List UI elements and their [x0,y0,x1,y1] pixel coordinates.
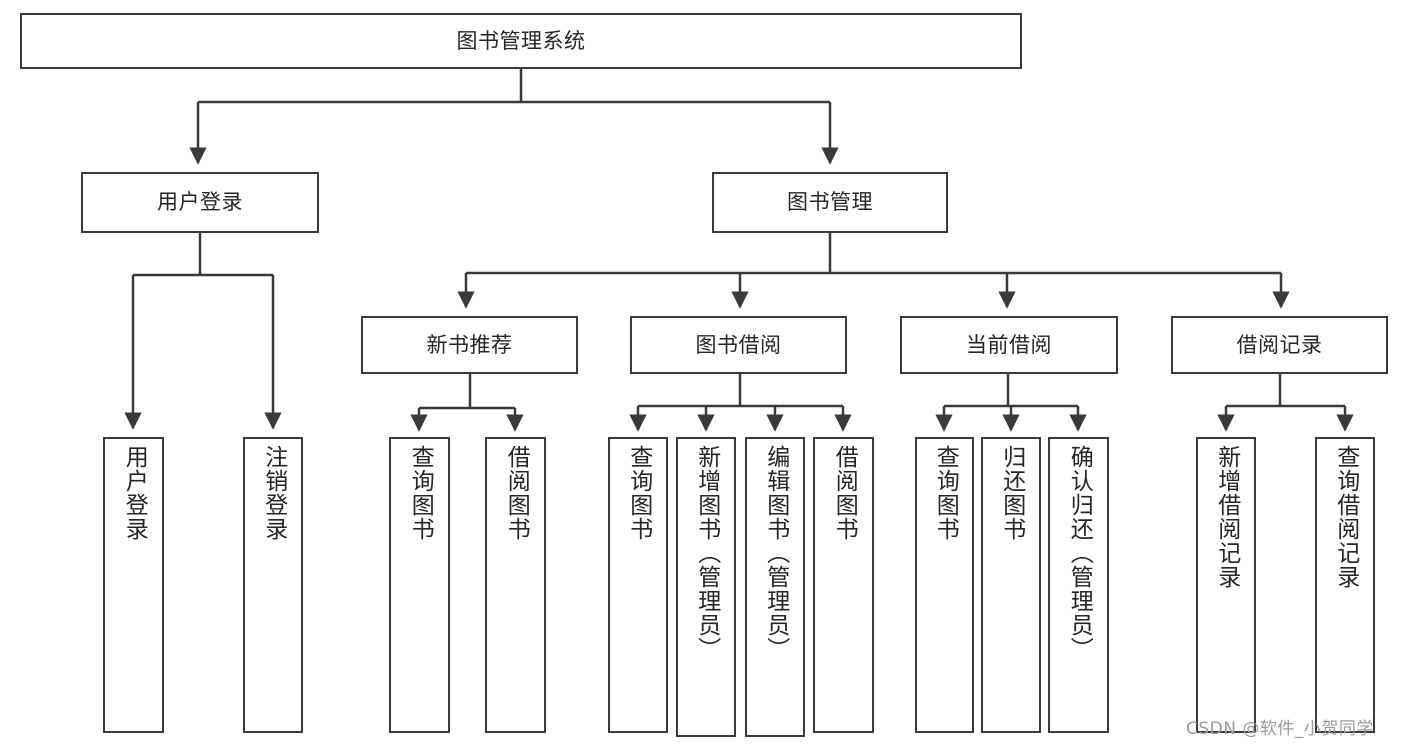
node-borrow-record-label: 借阅记录 [1236,332,1323,357]
node-leaf-borrow-book-bb[interactable]: 借阅图书 [813,437,874,733]
node-book-borrow-label: 图书借阅 [695,332,782,357]
node-current-borrow-label: 当前借阅 [966,332,1052,357]
node-leaf-query-borrow-record-label: 查询借阅记录 [1332,445,1359,589]
node-leaf-user-login[interactable]: 用户登录 [103,437,164,733]
node-leaf-query-borrow-record[interactable]: 查询借阅记录 [1315,437,1375,733]
node-user-login[interactable]: 用户登录 [81,172,319,233]
node-leaf-query-book-cb-label: 查询图书 [932,445,959,541]
csdn-watermark: CSDN @软件_小贺同学 [1186,719,1374,739]
node-leaf-borrow-book-bb-label: 借阅图书 [831,445,858,541]
node-leaf-edit-book-admin-label: 编辑图书（管理员） [762,445,789,661]
node-leaf-add-book-admin[interactable]: 新增图书（管理员） [676,437,736,737]
node-book-borrow[interactable]: 图书借阅 [630,316,847,374]
node-root-label: 图书管理系统 [456,28,586,53]
node-leaf-query-book-cb[interactable]: 查询图书 [915,437,974,733]
node-leaf-user-logout-label: 注销登录 [260,445,287,541]
node-leaf-return-book[interactable]: 归还图书 [981,437,1041,733]
node-book-manage-label: 图书管理 [787,190,873,215]
node-leaf-edit-book-admin[interactable]: 编辑图书（管理员） [745,437,805,737]
node-leaf-add-borrow-record[interactable]: 新增借阅记录 [1196,437,1256,733]
node-borrow-record[interactable]: 借阅记录 [1171,316,1388,374]
node-user-login-label: 用户登录 [157,190,243,215]
node-current-borrow[interactable]: 当前借阅 [900,316,1118,374]
node-new-book-rec[interactable]: 新书推荐 [361,316,578,374]
node-leaf-user-login-label: 用户登录 [121,445,148,541]
node-leaf-add-book-admin-label: 新增图书（管理员） [693,445,720,661]
node-leaf-confirm-return-admin[interactable]: 确认归还（管理员） [1048,437,1109,733]
node-leaf-return-book-label: 归还图书 [998,445,1025,541]
node-leaf-borrow-book-rec[interactable]: 借阅图书 [485,437,546,733]
node-new-book-rec-label: 新书推荐 [426,332,513,357]
node-book-manage[interactable]: 图书管理 [712,172,948,233]
node-leaf-user-logout[interactable]: 注销登录 [243,437,303,733]
node-leaf-borrow-book-rec-label: 借阅图书 [503,445,530,541]
node-leaf-query-book-bb-label: 查询图书 [625,445,652,541]
node-leaf-query-book-bb[interactable]: 查询图书 [608,437,668,733]
node-leaf-add-borrow-record-label: 新增借阅记录 [1213,445,1240,589]
node-leaf-query-book-rec[interactable]: 查询图书 [389,437,450,733]
node-root[interactable]: 图书管理系统 [20,13,1022,69]
node-leaf-query-book-rec-label: 查询图书 [407,445,434,541]
node-leaf-confirm-return-admin-label: 确认归还（管理员） [1066,445,1093,661]
